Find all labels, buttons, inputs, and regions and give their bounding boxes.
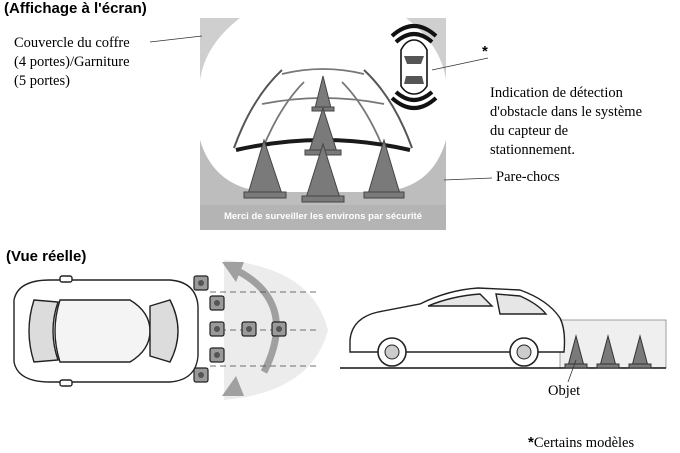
message-band xyxy=(200,205,446,230)
real-view-heading: (Vue réelle) xyxy=(6,248,87,265)
guide-line-inner-right xyxy=(341,81,385,151)
trunk-lid-left xyxy=(200,18,240,80)
camera-screen-illustration: Merci de surveiller les environs par séc… xyxy=(149,18,493,230)
footnote-text: Certains modèles xyxy=(533,435,635,451)
guide-line-outer-right-core xyxy=(363,69,413,149)
screen-view-heading: (Affichage à l'écran) xyxy=(4,0,147,17)
object-label: Objet xyxy=(548,383,581,399)
sensor-label: * Indication de détection d'obstacle dan… xyxy=(482,43,643,179)
bumper-label: Pare-chocs xyxy=(496,169,560,185)
guide-arc-far xyxy=(281,68,365,75)
sensor-indicator xyxy=(390,24,438,110)
guide-line-outer-left-core xyxy=(233,69,283,149)
leader-sensor xyxy=(431,57,489,71)
footnote: *Certains modèles xyxy=(528,414,634,453)
sensor-asterisk: * xyxy=(482,43,488,60)
leader-trunk xyxy=(149,35,203,43)
cone-center xyxy=(301,142,345,203)
camera-message: Merci de surveiller les environs par séc… xyxy=(224,211,422,222)
sensor-label-text: Indication de détection d'obstacle dans … xyxy=(490,85,643,158)
leader-bumper xyxy=(443,177,493,181)
cone-right xyxy=(363,138,405,199)
cone-left xyxy=(243,138,287,199)
trunk-lid-label: Couvercle du coffre (4 portes)/Garniture… xyxy=(14,35,130,89)
guide-line-inner-left xyxy=(261,81,305,151)
